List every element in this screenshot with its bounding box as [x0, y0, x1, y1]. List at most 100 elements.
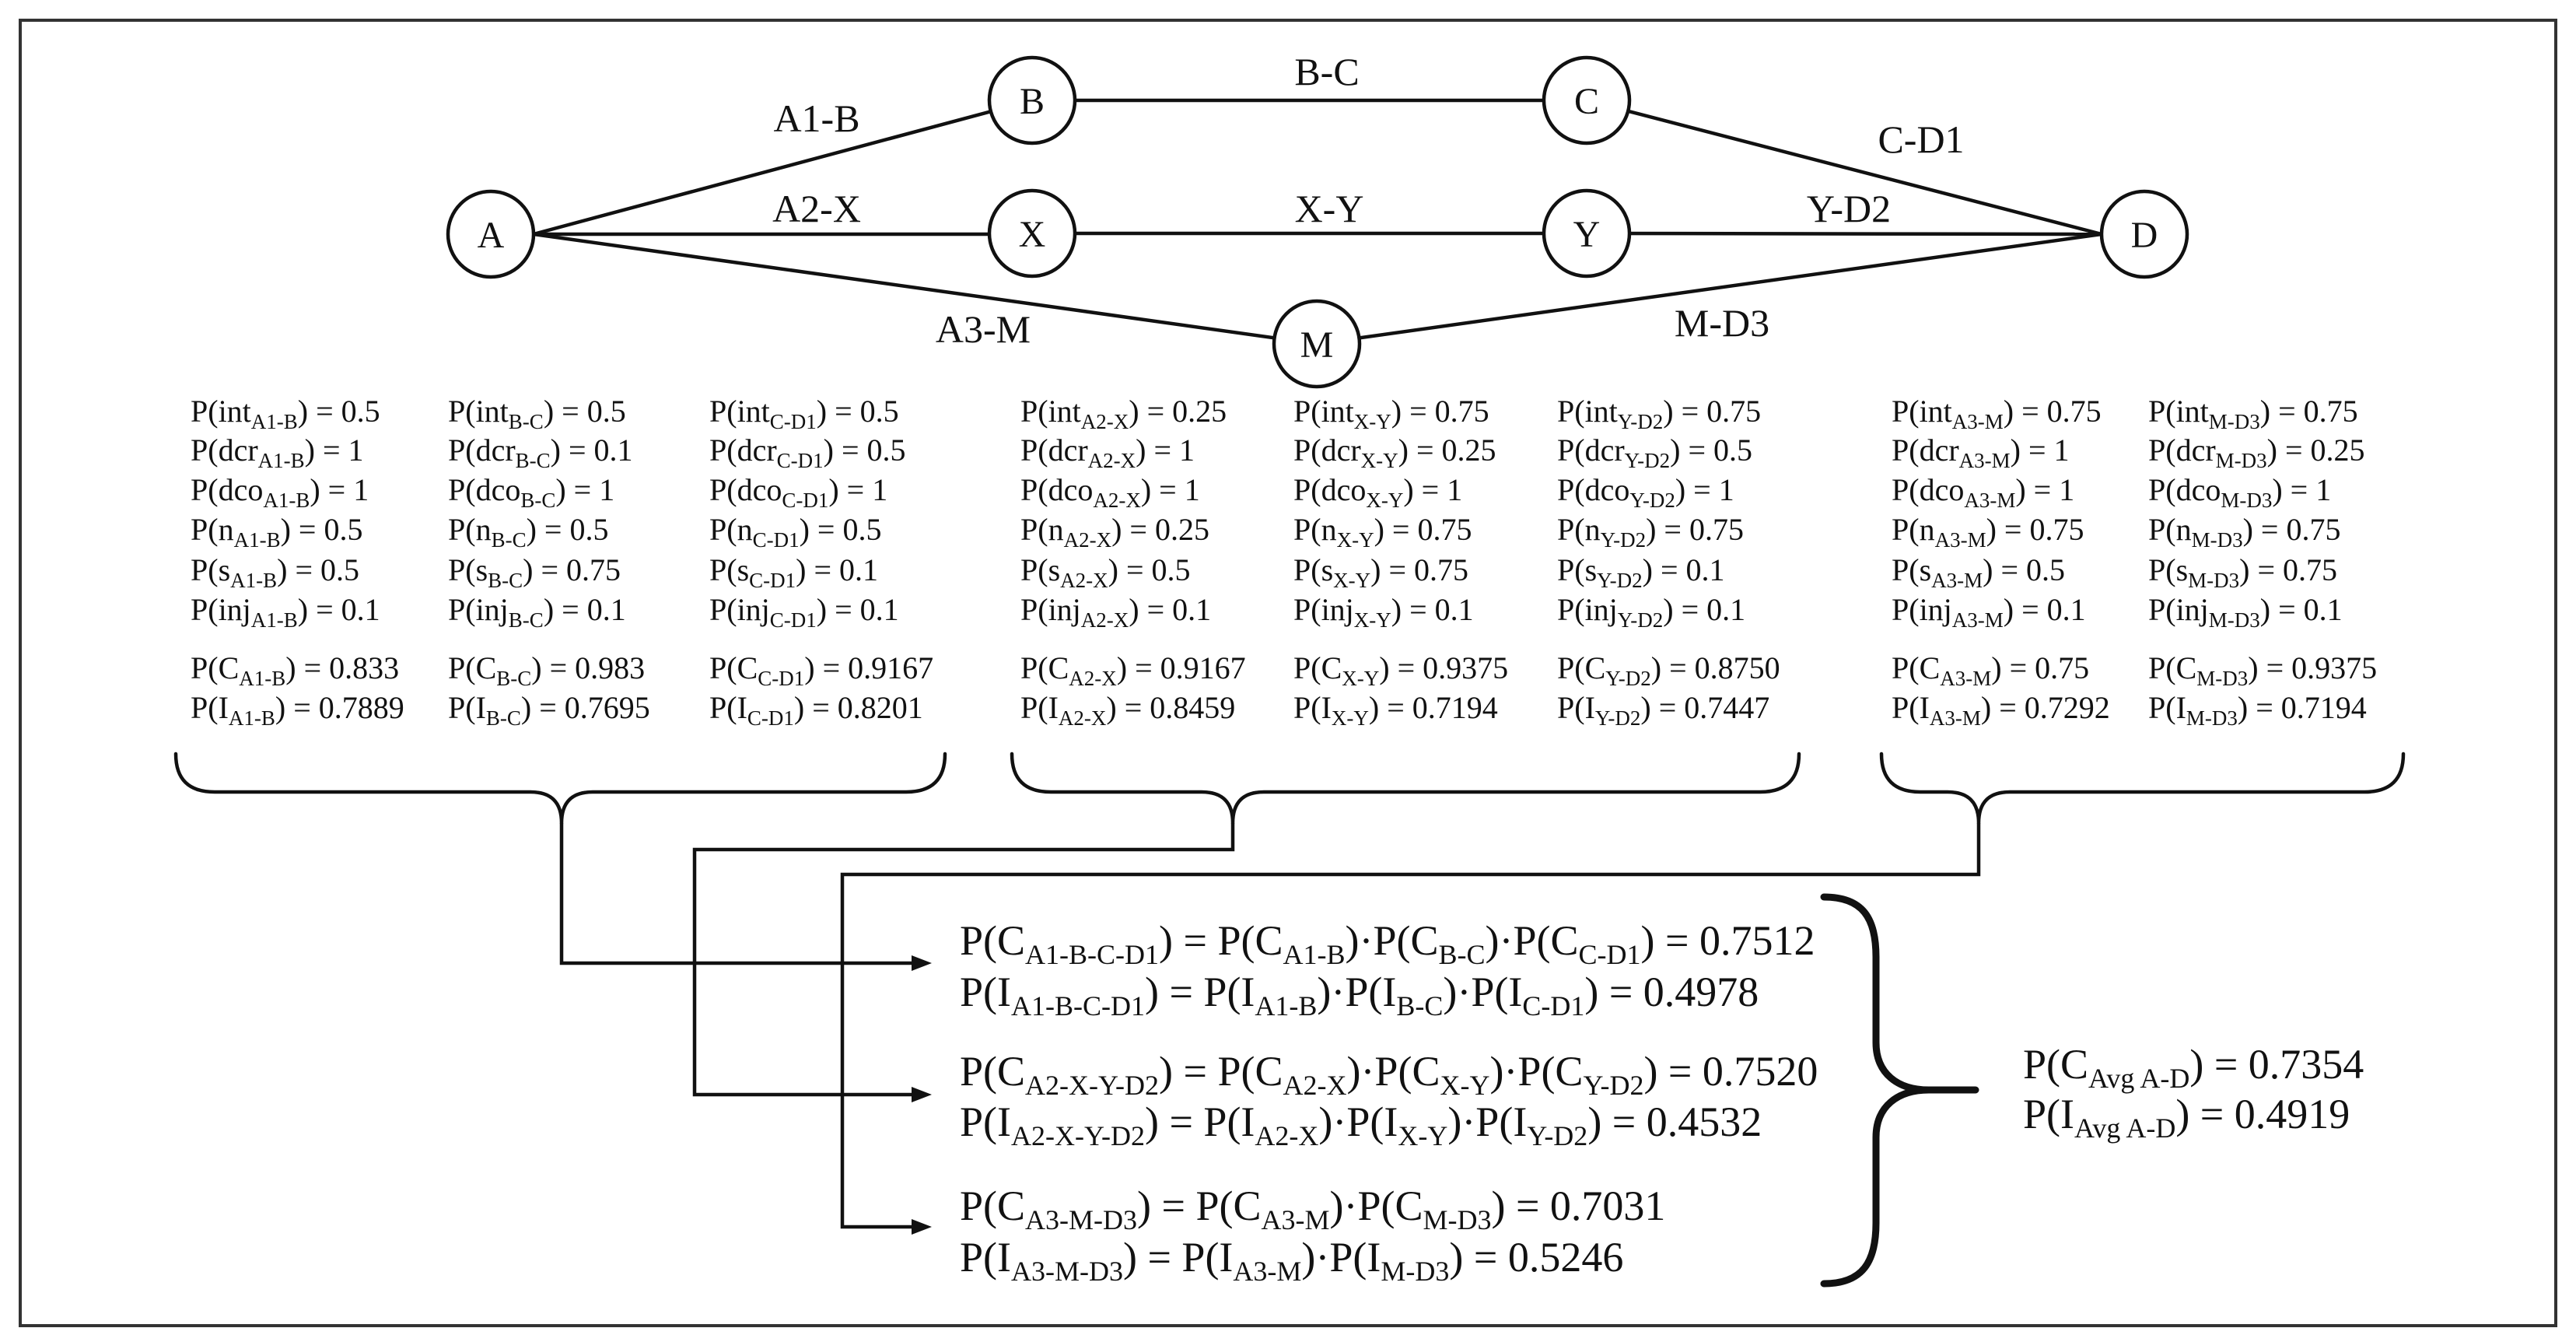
text-segment: ) = 0.983 — [531, 650, 645, 685]
subscript: A2-X — [1093, 489, 1141, 512]
subscript: B-C — [509, 608, 544, 632]
parameter-line: P(injA3-M) = 0.1 — [1892, 592, 2086, 632]
parameter-line: P(IM-D3) = 0.7194 — [2148, 690, 2367, 730]
parameter-column: P(intX-Y) = 0.75P(dcrX-Y) = 0.25P(dcoX-Y… — [1293, 394, 1508, 730]
parameter-line: P(IY-D2) = 0.7447 — [1557, 690, 1769, 730]
parameter-line: P(IC-D1) = 0.8201 — [709, 690, 923, 730]
subscript: A1-B — [229, 706, 275, 730]
text-segment: P(s — [1557, 552, 1597, 587]
edge-parameter-blocks: P(intA1-B) = 0.5P(dcrA1-B) = 1P(dcoA1-B)… — [191, 394, 2377, 730]
text-segment: ) = 1 — [1403, 472, 1462, 507]
text-segment: ) = 1 — [828, 472, 887, 507]
subscript: B-C — [509, 410, 544, 433]
text-segment: P(dco — [191, 472, 263, 507]
route-2-arrowhead — [912, 1087, 932, 1102]
route-1-arrowhead — [912, 955, 932, 971]
text-segment: P(dco — [1892, 472, 1964, 507]
subscript: C-D1 — [1522, 990, 1584, 1021]
text-segment: ) = 0.75 — [2243, 512, 2341, 547]
edge-label-a3-m: A3-M — [936, 307, 1031, 351]
text-segment: ) = 0.75 — [1374, 512, 1472, 547]
parameter-line: P(dcrA1-B) = 1 — [191, 433, 364, 472]
subscript: B-C — [486, 706, 521, 730]
edge-label-m-d3: M-D3 — [1675, 301, 1769, 345]
text-segment: P(int — [1020, 394, 1081, 429]
subscript: X-Y — [1354, 608, 1391, 632]
parameter-line: P(intX-Y) = 0.75 — [1293, 394, 1489, 433]
text-segment: )·P(I — [1301, 1234, 1381, 1281]
text-segment: P(int — [2148, 394, 2209, 429]
text-segment: ) = 0.1 — [298, 592, 380, 627]
text-segment: ) = 1 — [2011, 433, 2070, 468]
parameter-line: P(intB-C) = 0.5 — [448, 394, 626, 433]
text-segment: P(int — [1892, 394, 1952, 429]
text-segment: P(n — [2148, 512, 2192, 547]
subscript: Y-D2 — [1605, 667, 1651, 690]
text-segment: P(s — [191, 552, 230, 587]
subscript: A2-X — [1255, 1120, 1318, 1151]
route-formula-line: P(IA2-X-Y-D2) = P(IA2-X)·P(IX-Y)·P(IY-D2… — [960, 1098, 1762, 1151]
text-segment: ) = 0.75 — [2239, 552, 2337, 587]
parameter-line: P(nA2-X) = 0.25 — [1020, 512, 1209, 552]
text-segment: ) = 0.8459 — [1106, 690, 1235, 725]
text-segment: P(C — [960, 917, 1025, 964]
text-segment: ) = 0.5 — [1108, 552, 1191, 587]
node-b: B — [987, 55, 1077, 145]
text-segment: ) = 0.1 — [1643, 552, 1725, 587]
subscript: C-D1 — [770, 608, 817, 632]
subscript: B-C — [520, 489, 555, 512]
text-segment: )·P(I — [1447, 1098, 1527, 1145]
text-segment: P(C — [1557, 650, 1605, 685]
subscript: A3-M — [1262, 1204, 1330, 1235]
subscript: B-C — [1439, 939, 1486, 970]
parameter-line: P(sA2-X) = 0.5 — [1020, 552, 1191, 592]
node-x: X — [987, 188, 1077, 279]
parameter-column: P(intB-C) = 0.5P(dcrB-C) = 0.1P(dcoB-C) … — [448, 394, 650, 730]
text-segment: ) = 0.1 — [796, 552, 878, 587]
text-segment: P(I — [1020, 690, 1059, 725]
text-segment: ) = 0.75 — [1646, 512, 1744, 547]
parameter-line: P(dcrM-D3) = 0.25 — [2148, 433, 2365, 472]
subscript: X-Y — [1361, 449, 1398, 472]
node-c: C — [1542, 55, 1632, 145]
text-segment: ) = 0.5 — [1983, 552, 2065, 587]
parameter-column: P(intA3-M) = 0.75P(dcrA3-M) = 1P(dcoA3-M… — [1892, 394, 2110, 730]
subscript: A3-M — [1952, 410, 2004, 433]
subscript: X-Y — [1337, 528, 1374, 552]
route-formula-line: P(IA3-M-D3) = P(IA3-M)·P(IM-D3) = 0.5246 — [960, 1234, 1623, 1287]
subscript: Y-D2 — [1625, 449, 1671, 472]
text-segment: ) = 0.75 — [1986, 512, 2084, 547]
text-segment: ) = 0.5 — [1670, 433, 1752, 468]
text-segment: ) = 1 — [310, 472, 369, 507]
network-nodes: A B C X Y D M — [446, 55, 2189, 389]
parameter-line: P(IA2-X) = 0.8459 — [1020, 690, 1235, 730]
text-segment: P(inj — [1293, 592, 1354, 627]
edge-label-a2-x: A2-X — [772, 187, 861, 230]
text-segment: ) = 0.1 — [1663, 592, 1745, 627]
text-segment: P(dco — [2148, 472, 2221, 507]
text-segment: ) = 1 — [305, 433, 364, 468]
parameter-line: P(CY-D2) = 0.8750 — [1557, 650, 1780, 690]
parameter-line: P(nC-D1) = 0.5 — [709, 512, 881, 552]
parameter-line: P(dcoC-D1) = 1 — [709, 472, 887, 512]
route-formula-line: P(CA3-M-D3) = P(CA3-M)·P(CM-D3) = 0.7031 — [960, 1183, 1665, 1235]
text-segment: P(I — [709, 690, 747, 725]
subscript: C-D1 — [782, 489, 828, 512]
text-segment: P(int — [1293, 394, 1354, 429]
subscript: X-Y — [1354, 410, 1391, 433]
subscript: X-Y — [1398, 1120, 1447, 1151]
text-segment: P(C — [960, 1048, 1025, 1095]
text-segment: ) = 0.25 — [1398, 433, 1496, 468]
text-segment: ) = 0.7520 — [1643, 1048, 1818, 1095]
node-circle — [446, 189, 536, 279]
parameter-line: P(sX-Y) = 0.75 — [1293, 552, 1468, 592]
subscript: M-D3 — [2221, 489, 2272, 512]
text-segment: P(I — [960, 969, 1011, 1015]
parameter-line: P(CM-D3) = 0.9375 — [2148, 650, 2377, 690]
text-segment: P(C — [2023, 1041, 2088, 1088]
text-segment: ) = 0.5246 — [1449, 1234, 1623, 1281]
parameter-line: P(sC-D1) = 0.1 — [709, 552, 878, 592]
text-segment: P(inj — [191, 592, 251, 627]
text-segment: ) = 0.75 — [1991, 650, 2089, 685]
